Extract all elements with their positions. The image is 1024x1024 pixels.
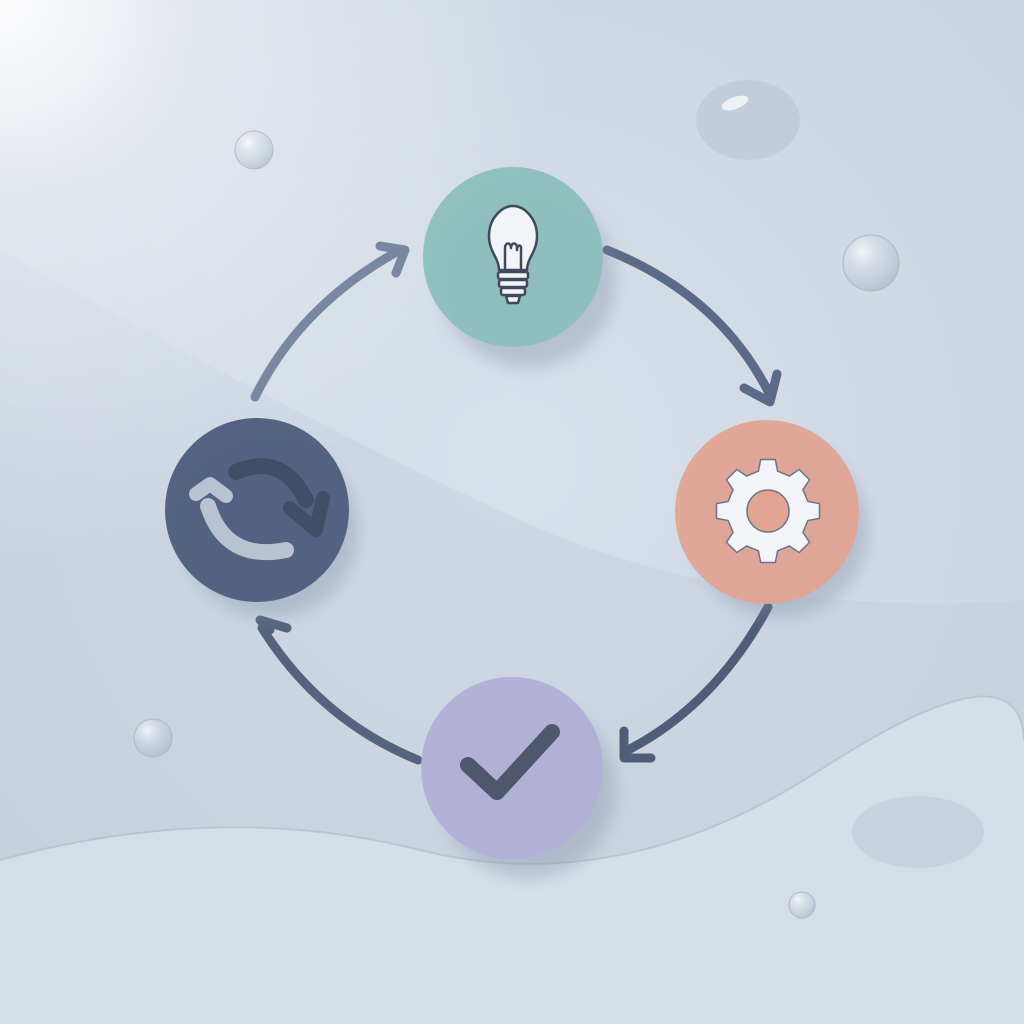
- gear-icon: [715, 458, 821, 564]
- arrow-repeat-to-idea: [250, 245, 405, 402]
- arrowhead: [375, 241, 410, 278]
- refresh-icon: [189, 458, 330, 561]
- node-repeat: [165, 418, 349, 602]
- water-drops: [133, 80, 984, 919]
- lightbulb-icon: [487, 204, 539, 305]
- node-repeat-circle: [165, 418, 349, 602]
- cycle-arrows: [250, 241, 782, 765]
- bubble: [788, 891, 816, 919]
- arrowhead: [739, 369, 782, 407]
- arrowhead: [619, 726, 656, 763]
- checkmark-icon: [460, 724, 560, 800]
- arrowhead: [255, 615, 292, 635]
- arrow-process-to-complete: [623, 602, 773, 755]
- bubble: [133, 718, 173, 758]
- arrow-idea-to-process: [602, 245, 775, 400]
- water-drop-highlight: [721, 95, 749, 111]
- bubble: [842, 234, 900, 292]
- arrow-complete-to-repeat: [257, 623, 423, 765]
- node-complete: [421, 677, 603, 859]
- node-idea: [423, 167, 603, 347]
- water-drop: [852, 796, 984, 868]
- bubble: [234, 130, 274, 170]
- node-process: [675, 420, 859, 604]
- water-drop: [696, 80, 800, 160]
